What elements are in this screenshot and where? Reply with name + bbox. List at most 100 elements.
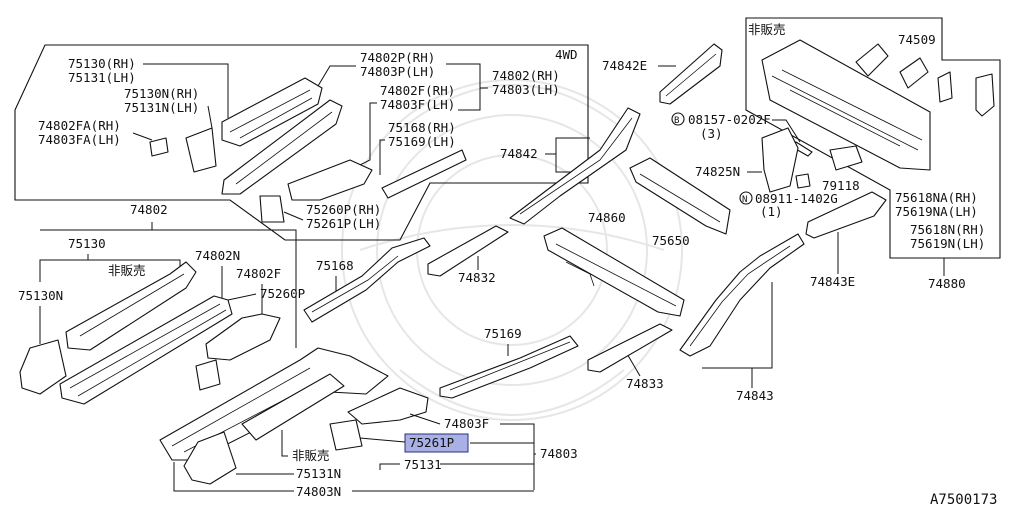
- watermark-emblem: [341, 79, 683, 421]
- label-75130[interactable]: 75130: [68, 236, 106, 251]
- part-74802f-4wd: [287, 159, 373, 201]
- diagram-id: A7500173: [930, 492, 997, 508]
- n-marker-icon: [739, 191, 753, 205]
- frame-4wd-group: [14, 44, 589, 241]
- label-74825n[interactable]: 74825N: [695, 164, 740, 179]
- label-75260p-rh[interactable]: 75260P(RH): [306, 202, 381, 217]
- label-75130n[interactable]: 75130N: [18, 288, 63, 303]
- leader-75260p-left: [227, 293, 257, 301]
- label-75618na-rh[interactable]: 75618NA(RH): [895, 190, 978, 205]
- part-75618n: [975, 73, 995, 117]
- label-74842[interactable]: 74842: [500, 146, 538, 161]
- callout-74802f-rh[interactable]: 74802F(RH) 74803F(LH): [380, 83, 455, 112]
- label-75168-left[interactable]: 75168: [316, 258, 354, 273]
- part-74802p-4wd: [221, 99, 343, 195]
- label-75130n-rh[interactable]: 75130N(RH): [124, 86, 199, 101]
- part-rear-panel: [761, 39, 931, 171]
- part-74803f-2wd: [347, 387, 429, 425]
- part-75168-2wd: [303, 237, 431, 323]
- label-not-for-sale-rear: 非販売: [748, 22, 786, 37]
- part-75130-4wd: [221, 77, 323, 147]
- label-74802p-rh[interactable]: 74802P(RH): [360, 50, 435, 65]
- label-75261p-highlighted[interactable]: 75261P: [409, 435, 454, 450]
- label-74802n[interactable]: 74802N: [195, 248, 240, 263]
- label-08911-a[interactable]: 08911-1402G: [755, 191, 838, 206]
- label-74832[interactable]: 74832: [458, 270, 496, 285]
- label-75131n-lh[interactable]: 75131N(LH): [124, 100, 199, 115]
- callout-08157[interactable]: B 08157-0202F (3): [671, 112, 771, 141]
- label-74843[interactable]: 74843: [736, 388, 774, 403]
- leader-75131: [379, 463, 534, 470]
- part-75131n-2wd: [183, 431, 237, 485]
- callout-08911[interactable]: N 08911-1402G (1): [739, 191, 838, 219]
- label-75131n[interactable]: 75131N: [296, 466, 341, 481]
- part-74842: [509, 107, 641, 225]
- part-74802f-2wd: [195, 359, 221, 391]
- label-08157-b[interactable]: (3): [700, 126, 723, 141]
- part-74509: [855, 43, 929, 89]
- label-74802-rh[interactable]: 74802(RH): [492, 68, 560, 83]
- label-74843e[interactable]: 74843E: [810, 274, 855, 289]
- label-74802[interactable]: 74802: [130, 202, 168, 217]
- label-75131[interactable]: 75131: [404, 457, 442, 472]
- part-75130n-2wd: [19, 339, 67, 395]
- part-75130-2wd: [65, 261, 197, 351]
- highlight-75261p[interactable]: [404, 433, 469, 453]
- callout-74802fa-rh[interactable]: 74802FA(RH) 74803FA(LH): [38, 118, 121, 147]
- label-74509[interactable]: 74509: [898, 32, 936, 47]
- label-74803p-lh[interactable]: 74803P(LH): [360, 64, 435, 79]
- label-75619na-lh[interactable]: 75619NA(LH): [895, 204, 978, 219]
- label-75260p-left[interactable]: 75260P: [260, 286, 305, 301]
- label-74803n[interactable]: 74803N: [296, 484, 341, 499]
- label-75130-rh[interactable]: 75130(RH): [68, 56, 136, 71]
- part-74832: [427, 225, 509, 277]
- label-08911-b[interactable]: (1): [760, 204, 783, 219]
- callout-74802-rh[interactable]: 74802(RH) 74803(LH): [492, 68, 560, 97]
- label-75168-rh[interactable]: 75168(RH): [388, 120, 456, 135]
- callout-74802p-rh[interactable]: 74802P(RH) 74803P(LH): [360, 50, 435, 79]
- label-74802f-left[interactable]: 74802F: [236, 266, 281, 281]
- callout-75168-rh[interactable]: 75168(RH) 75169(LH): [388, 120, 456, 149]
- part-74802-2wd: [59, 295, 233, 405]
- label-74860[interactable]: 74860: [588, 210, 626, 225]
- label-74802f-rh[interactable]: 74802F(RH): [380, 83, 455, 98]
- label-79118[interactable]: 79118: [822, 178, 860, 193]
- part-nut-08911: [795, 173, 811, 189]
- leader-74803: [470, 423, 536, 490]
- label-not-for-sale-bottom: 非販売: [292, 448, 330, 463]
- leader-74843: [702, 282, 773, 388]
- label-74803f-lh[interactable]: 74803F(LH): [380, 97, 455, 112]
- part-75130n-4wd: [185, 127, 217, 173]
- label-74803[interactable]: 74803: [540, 446, 578, 461]
- label-74802fa-rh[interactable]: 74802FA(RH): [38, 118, 121, 133]
- label-74833[interactable]: 74833: [626, 376, 664, 391]
- part-74860: [543, 227, 685, 317]
- label-75169-lh[interactable]: 75169(LH): [388, 134, 456, 149]
- part-74802n-2wd: [205, 313, 281, 361]
- label-75261p-lh[interactable]: 75261P(LH): [306, 216, 381, 231]
- leader-74803n: [173, 462, 534, 492]
- callout-75130n-rh[interactable]: 75130N(RH) 75131N(LH): [124, 86, 199, 115]
- part-75618na: [937, 71, 953, 103]
- part-75131-2wd: [241, 373, 345, 441]
- label-74803f-left[interactable]: 74803F: [444, 416, 489, 431]
- label-b-marker: B: [674, 116, 679, 126]
- part-75261p-2wd: [329, 419, 363, 451]
- callout-75260p-rh[interactable]: 75260P(RH) 75261P(LH): [306, 202, 381, 231]
- part-74825n: [761, 127, 799, 193]
- label-75650[interactable]: 75650: [652, 233, 690, 248]
- callout-75130-rh[interactable]: 75130(RH) 75131(LH): [68, 56, 136, 85]
- label-74842e[interactable]: 74842E: [602, 58, 647, 73]
- label-75131-lh[interactable]: 75131(LH): [68, 70, 136, 85]
- label-75619n-lh[interactable]: 75619N(LH): [910, 236, 985, 251]
- label-74803-lh[interactable]: 74803(LH): [492, 82, 560, 97]
- leader-74803f-left: [409, 413, 441, 425]
- label-08157-a[interactable]: 08157-0202F: [688, 112, 771, 127]
- label-74803fa-lh[interactable]: 74803FA(LH): [38, 132, 121, 147]
- part-75168-4wd: [381, 149, 467, 199]
- label-75169[interactable]: 75169: [484, 326, 522, 341]
- label-75618n-rh[interactable]: 75618N(RH): [910, 222, 985, 237]
- label-74880[interactable]: 74880: [928, 276, 966, 291]
- label-4wd: 4WD: [555, 47, 578, 62]
